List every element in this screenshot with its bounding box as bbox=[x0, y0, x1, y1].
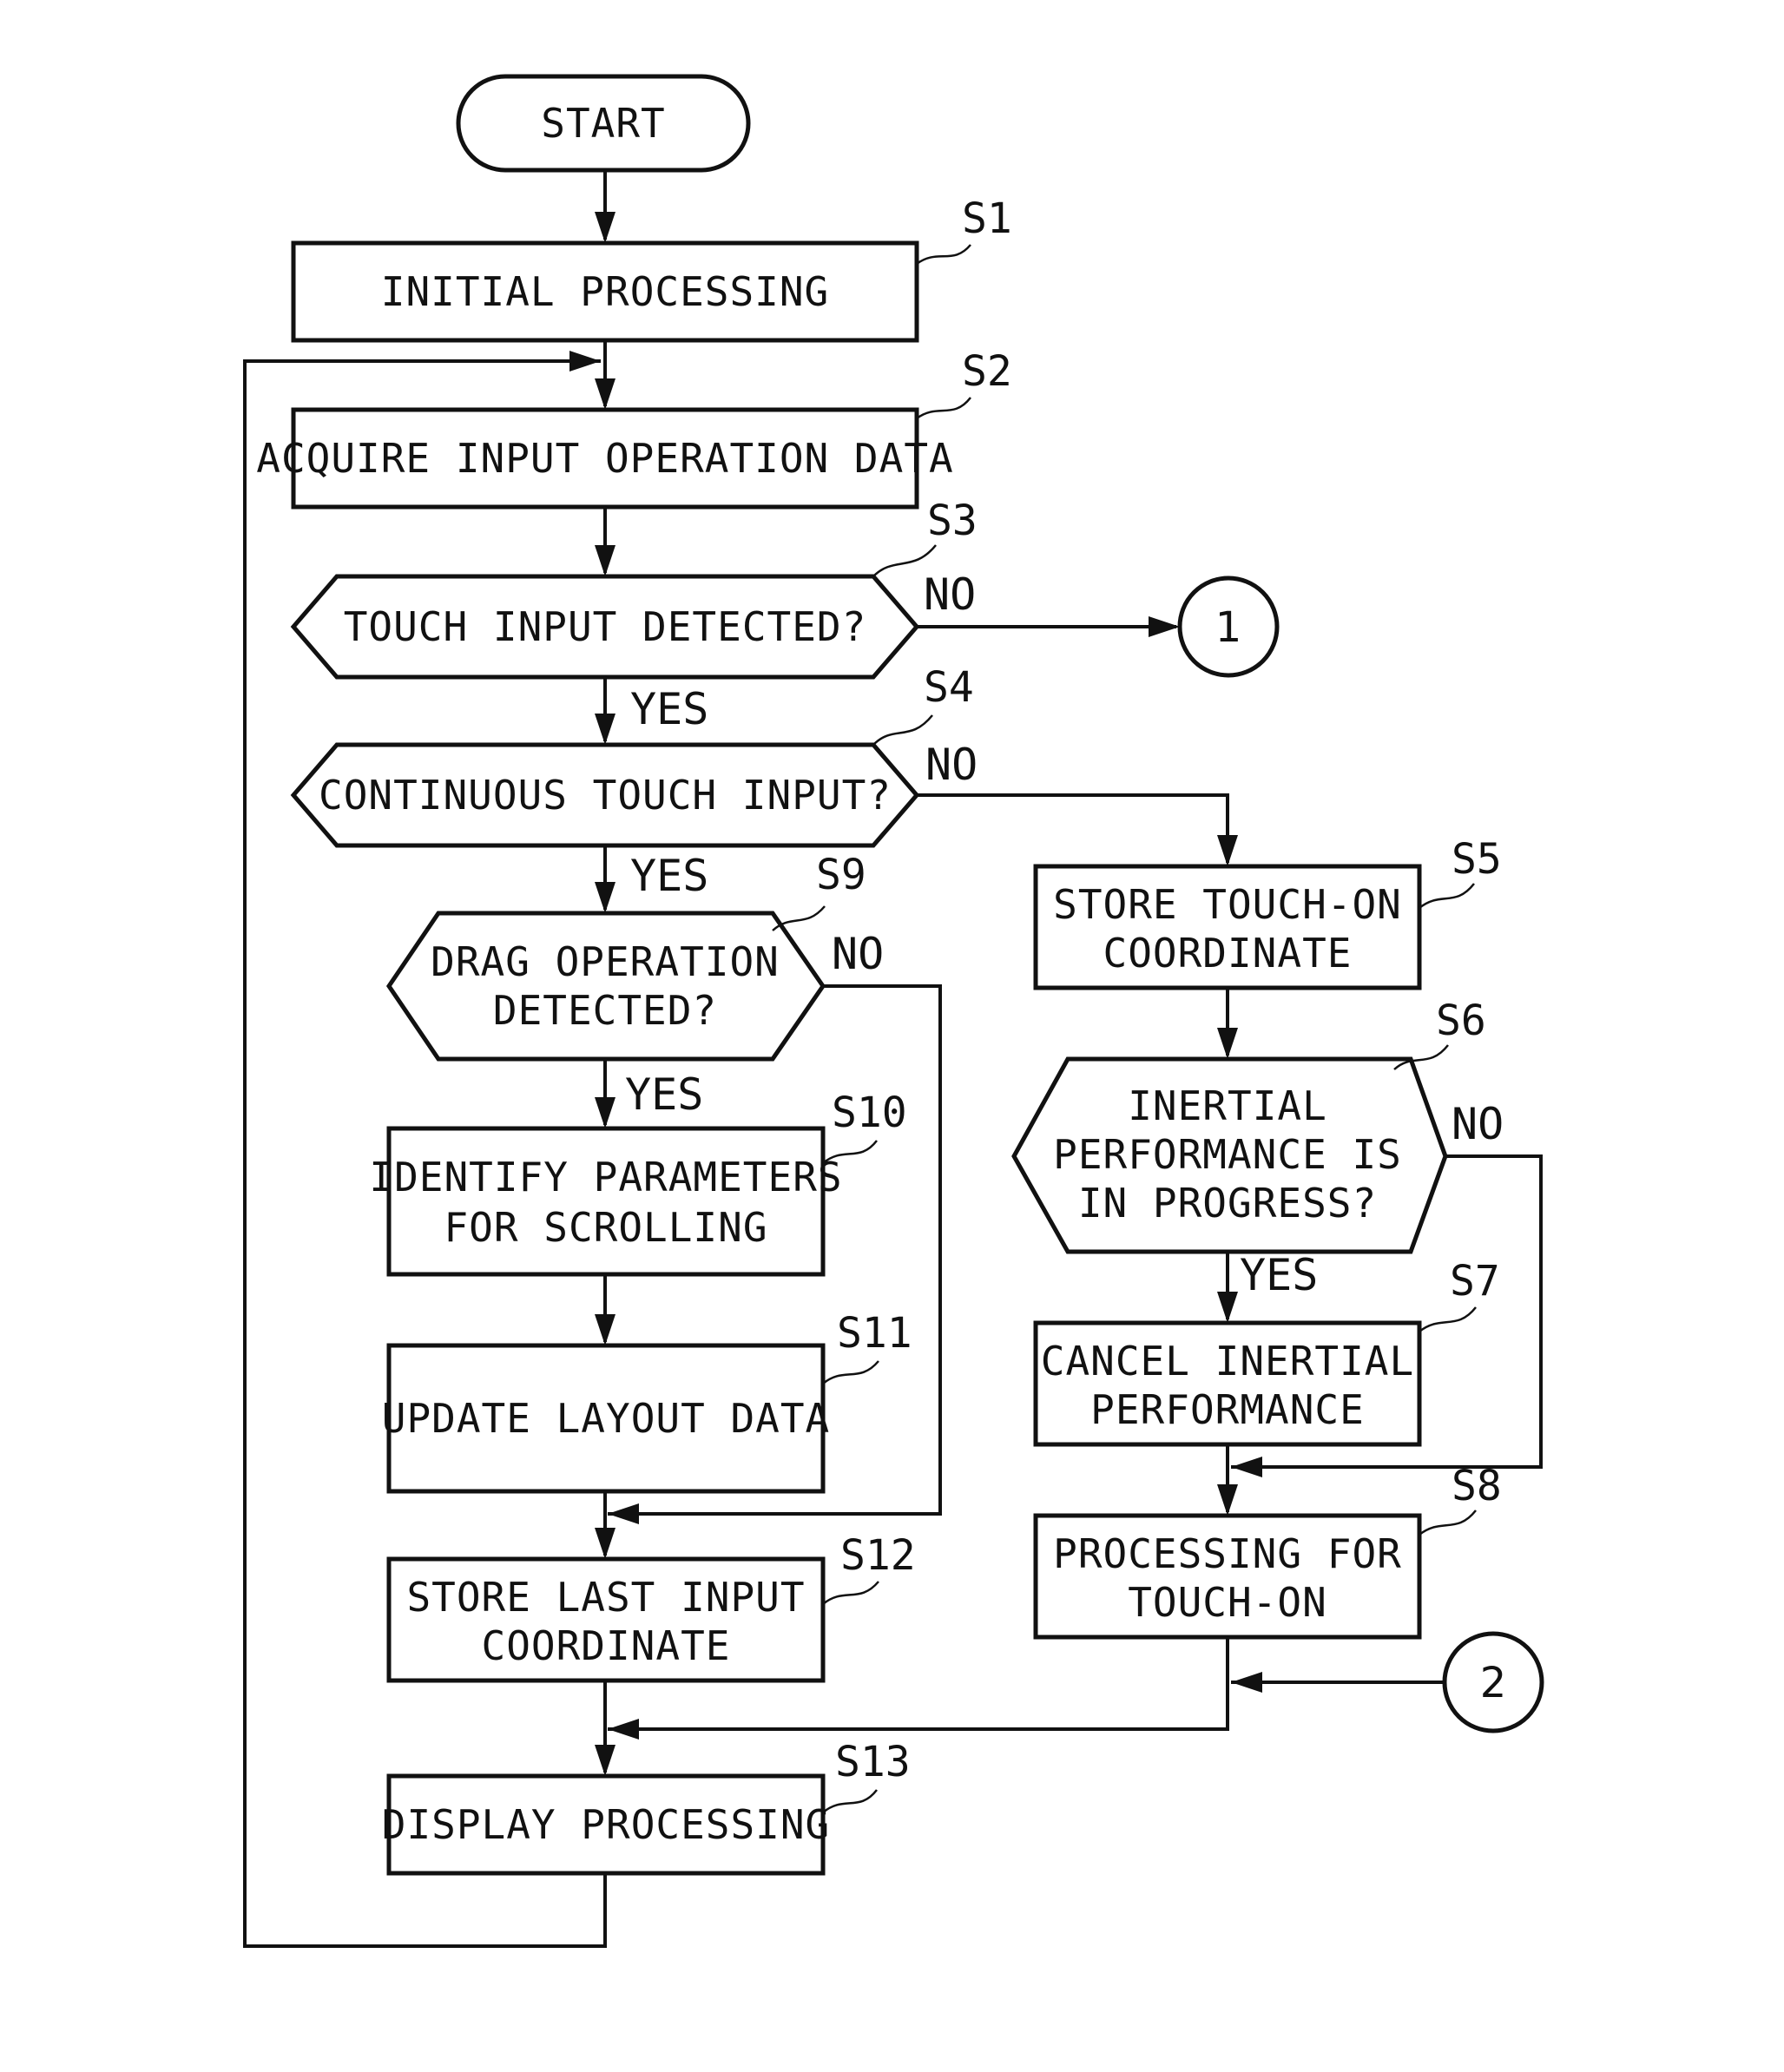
s9-decision-box bbox=[389, 913, 823, 1059]
s9-no-label: NO bbox=[832, 929, 884, 979]
s7-label-line-2: PERFORMANCE bbox=[1090, 1386, 1365, 1433]
s3-label: TOUCH INPUT DETECTED? bbox=[344, 603, 867, 650]
s6-label-line-2: PERFORMANCE IS bbox=[1053, 1131, 1402, 1178]
s3-no-label: NO bbox=[924, 569, 976, 620]
connector-1-label: 1 bbox=[1215, 603, 1242, 652]
start-label: START bbox=[541, 100, 665, 147]
arrowhead-s6 bbox=[1217, 1028, 1238, 1059]
arrowhead-s5 bbox=[1217, 835, 1238, 866]
s1-label: INITIAL PROCESSING bbox=[381, 268, 830, 315]
s3-yes-label: YES bbox=[630, 684, 708, 734]
s9-label-line-2: DETECTED? bbox=[493, 987, 717, 1034]
s8-label-line-1: PROCESSING FOR bbox=[1053, 1530, 1402, 1577]
s12-label-line-1: STORE LAST INPUT bbox=[406, 1574, 805, 1621]
s6-label-line-1: INERTIAL bbox=[1128, 1082, 1327, 1129]
s5-label-line-2: COORDINATE bbox=[1103, 930, 1353, 977]
s13-step-label: S13 bbox=[835, 1738, 911, 1786]
arrowhead-s8-merge bbox=[608, 1719, 639, 1740]
s4-no-label: NO bbox=[925, 740, 978, 790]
s5-leader bbox=[1419, 884, 1474, 908]
s11-label: UPDATE LAYOUT DATA bbox=[382, 1395, 831, 1442]
s2-leader bbox=[917, 398, 971, 418]
s10-label-line-1: IDENTIFY PARAMETERS bbox=[369, 1154, 842, 1200]
arrowhead-s11 bbox=[595, 1314, 616, 1345]
s12-step-label: S12 bbox=[840, 1531, 916, 1580]
s10-label-line-2: FOR SCROLLING bbox=[444, 1204, 767, 1251]
s1-step-label: S1 bbox=[962, 194, 1012, 243]
s7-step-label: S7 bbox=[1450, 1257, 1500, 1306]
s4-step-label: S4 bbox=[924, 663, 974, 712]
s5-step-label: S5 bbox=[1452, 835, 1502, 884]
arrowhead-s4 bbox=[595, 714, 616, 745]
s11-leader bbox=[823, 1361, 879, 1384]
s6-no-label: NO bbox=[1452, 1099, 1504, 1149]
s4-yes-label: YES bbox=[630, 851, 708, 901]
arrowhead-s9-no-merge bbox=[608, 1503, 639, 1524]
s8-label-line-2: TOUCH-ON bbox=[1128, 1579, 1327, 1626]
s8-step-label: S8 bbox=[1452, 1462, 1502, 1510]
arrowhead-s10 bbox=[595, 1097, 616, 1128]
s5-label-line-1: STORE TOUCH-ON bbox=[1053, 881, 1402, 928]
s7-leader bbox=[1419, 1307, 1476, 1332]
s11-step-label: S11 bbox=[837, 1309, 912, 1358]
s6-yes-label: YES bbox=[1240, 1250, 1318, 1300]
arrowhead-loop-right bbox=[569, 351, 601, 372]
arrowhead-s6-no-merge bbox=[1231, 1457, 1262, 1477]
s1-leader bbox=[917, 245, 971, 264]
arrowhead-s2 bbox=[595, 378, 616, 410]
arrowhead-s3 bbox=[595, 545, 616, 576]
s2-step-label: S2 bbox=[962, 347, 1012, 396]
arrowhead-s7 bbox=[1217, 1292, 1238, 1323]
s9-yes-label: YES bbox=[625, 1069, 703, 1120]
arrowhead-s13 bbox=[595, 1745, 616, 1776]
arrowhead-s12 bbox=[595, 1528, 616, 1559]
arrowhead-s8 bbox=[1217, 1484, 1238, 1516]
s12-label-line-2: COORDINATE bbox=[482, 1622, 731, 1669]
arrowhead-connector-1 bbox=[1149, 616, 1180, 637]
s9-label-line-1: DRAG OPERATION bbox=[431, 938, 780, 985]
s8-leader bbox=[1419, 1510, 1476, 1535]
s13-label: DISPLAY PROCESSING bbox=[382, 1801, 831, 1848]
arrowhead-s9 bbox=[595, 882, 616, 913]
connector-2-label: 2 bbox=[1480, 1659, 1507, 1707]
arrowhead-connector-2-in bbox=[1231, 1672, 1262, 1693]
s2-label: ACQUIRE INPUT OPERATION DATA bbox=[256, 435, 953, 482]
line-s4-no-to-s5 bbox=[917, 795, 1228, 863]
s9-step-label: S9 bbox=[816, 851, 866, 899]
s12-leader bbox=[823, 1582, 879, 1604]
s6-label-line-3: IN PROGRESS? bbox=[1078, 1180, 1377, 1227]
s3-step-label: S3 bbox=[927, 497, 978, 545]
s6-step-label: S6 bbox=[1436, 997, 1486, 1045]
s10-step-label: S10 bbox=[832, 1089, 907, 1137]
s4-label: CONTINUOUS TOUCH INPUT? bbox=[319, 772, 892, 819]
s7-label-line-1: CANCEL INERTIAL bbox=[1041, 1338, 1414, 1385]
arrowhead-s1 bbox=[595, 212, 616, 243]
s13-leader bbox=[823, 1790, 877, 1812]
s4-leader bbox=[873, 715, 932, 745]
s10-process-box bbox=[389, 1128, 823, 1274]
